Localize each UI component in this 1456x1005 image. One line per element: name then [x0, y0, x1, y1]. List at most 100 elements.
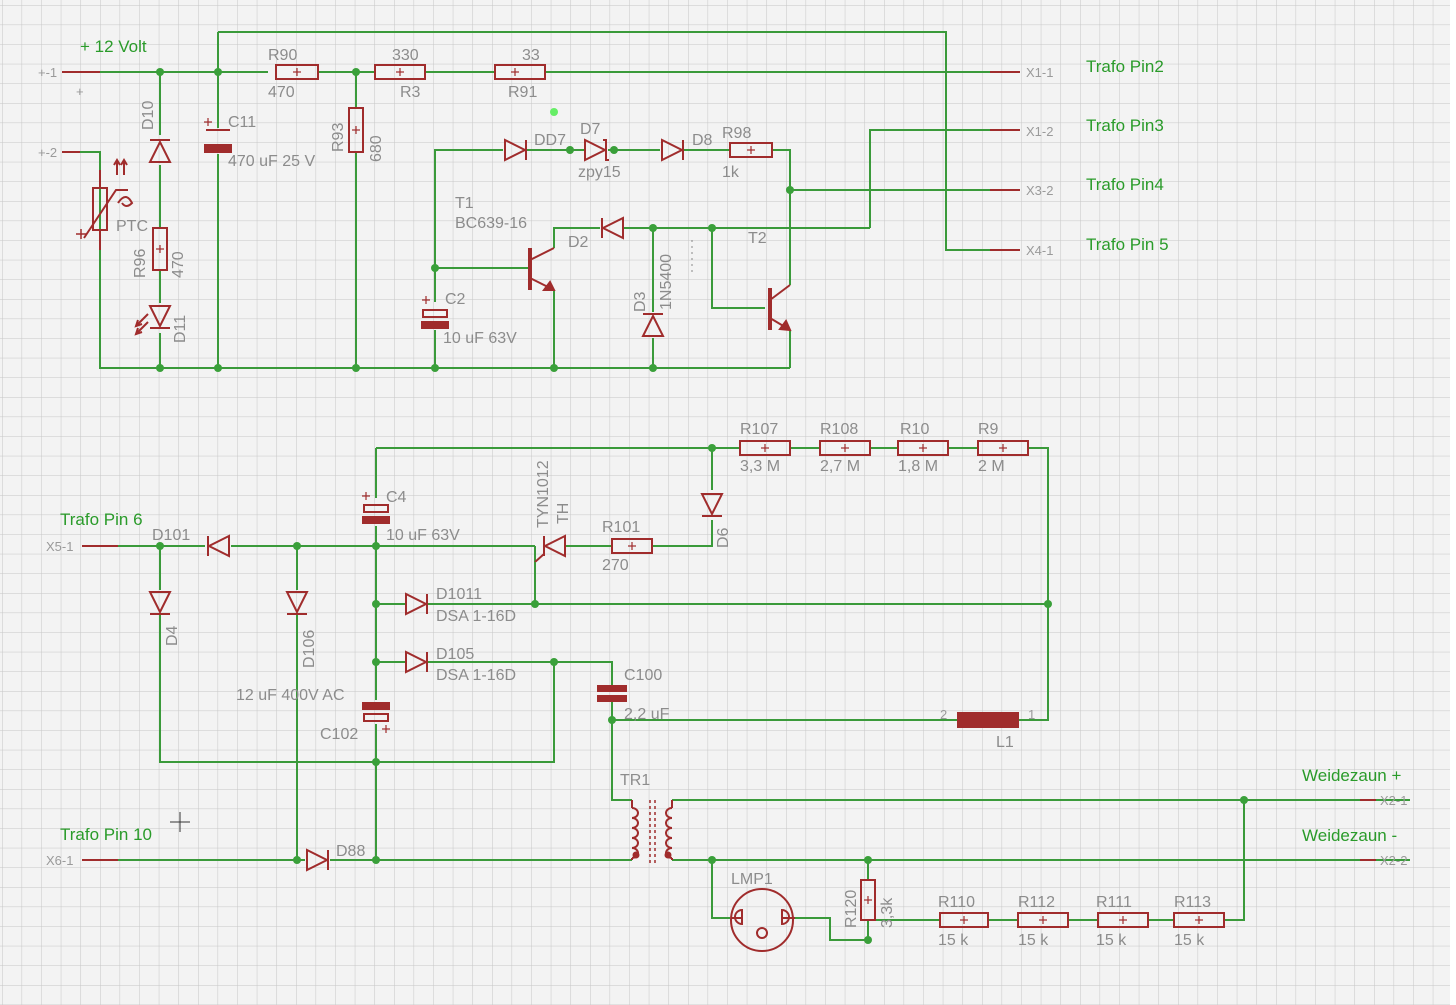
- part-name-c4: C4: [386, 489, 407, 506]
- part-name-r3: R3: [400, 84, 421, 101]
- resistor-r96: [152, 227, 168, 271]
- transistor-t1: [528, 247, 556, 291]
- part-name-d1011: D1011: [436, 586, 482, 603]
- part-name-t1: T1: [455, 195, 474, 212]
- resistor-r108: [819, 440, 871, 456]
- part-name-r98: R98: [722, 125, 751, 142]
- components: [62, 64, 1376, 952]
- part-value-r98: 1k: [722, 164, 740, 181]
- part-name-d105: D105: [436, 646, 474, 663]
- part-value-th: TYN1012: [535, 460, 552, 528]
- part-name-d2: D2: [568, 234, 589, 251]
- part-name-l1: L1: [996, 734, 1014, 751]
- resistor-r90: [275, 64, 319, 80]
- net-label-fence-plus: Weidezaun +: [1302, 766, 1401, 785]
- net-label-fence-minus: Weidezaun -: [1302, 826, 1397, 845]
- part-name-r9: R9: [978, 421, 999, 438]
- capacitor-c102: [362, 702, 390, 733]
- part-name-d10: D10: [140, 101, 157, 130]
- resistor-r98: [729, 142, 773, 158]
- part-value-c100: 2,2 uF: [624, 706, 670, 723]
- diode-dd7: [504, 138, 528, 162]
- part-name-lmp1: LMP1: [731, 871, 773, 888]
- part-name-d88: D88: [336, 843, 365, 860]
- pin-label-l1-2: 2: [940, 707, 947, 722]
- capacitor-c100: [597, 685, 627, 702]
- part-name-r120: R120: [843, 890, 860, 928]
- diode-d105: [405, 650, 429, 674]
- part-value-r9: 2 M: [978, 458, 1005, 475]
- diode-d88: [306, 848, 330, 872]
- part-name-d106: D106: [301, 630, 318, 668]
- wires: [80, 31, 1410, 941]
- diode-d2: [600, 216, 624, 240]
- part-name-r107: R107: [740, 421, 778, 438]
- part-value-r111: 15 k: [1096, 932, 1127, 949]
- part-value-r107: 3,3 M: [740, 458, 780, 475]
- part-name-r101: R101: [602, 519, 640, 536]
- part-name-c2: C2: [445, 291, 466, 308]
- part-value-d7: zpy15: [578, 164, 621, 181]
- connector-stubs: [62, 71, 1376, 861]
- net-label-trafo-pin6: Trafo Pin 6: [60, 510, 143, 529]
- diode-d8: [661, 138, 685, 162]
- pin-label-l1-1: 1: [1028, 707, 1035, 722]
- part-name-d101: D101: [152, 527, 190, 544]
- part-value-r91: 33: [522, 47, 540, 64]
- part-name-r113: R113: [1174, 894, 1211, 911]
- part-value-d3: 1N5400: [658, 254, 675, 310]
- part-value-r93: 680: [368, 135, 385, 162]
- ptc-thermistor: [76, 158, 134, 250]
- part-name-d4: D4: [164, 625, 181, 646]
- diode-d6: [700, 493, 724, 517]
- lamp-lmp1: [730, 888, 795, 952]
- part-name-d3: D3: [632, 291, 649, 312]
- part-value-t1: BC639-16: [455, 215, 527, 232]
- part-value-r96: 470: [170, 251, 187, 278]
- part-value-r113: 15 k: [1174, 932, 1205, 949]
- zener-d7: [584, 138, 609, 162]
- diode-d106: [285, 591, 309, 615]
- resistor-r112: [1017, 912, 1069, 928]
- part-value-r112: 15 k: [1018, 932, 1049, 949]
- net-label-trafo-pin5: Trafo Pin 5: [1086, 235, 1169, 254]
- part-value-r120: 3,3k: [879, 897, 896, 928]
- pin-label-x6-1: X6-1: [46, 853, 73, 868]
- part-value-r108: 2,7 M: [820, 458, 860, 475]
- selection-marker: [550, 108, 558, 116]
- pin-label-x1-1: X1-1: [1026, 65, 1053, 80]
- inductor-l1: [957, 712, 1019, 728]
- part-value-r3: 330: [392, 47, 419, 64]
- resistor-r3: [374, 64, 426, 80]
- pin-label-x3-2: X3-2: [1026, 183, 1053, 198]
- transformer-tr1: [631, 800, 673, 866]
- part-name-r112: R112: [1018, 894, 1055, 911]
- resistor-r9: [977, 440, 1029, 456]
- pin-label-x5-1: X5-1: [46, 539, 73, 554]
- resistor-r91: [494, 64, 546, 80]
- resistor-r107: [739, 440, 791, 456]
- part-name-r91: R91: [508, 84, 537, 101]
- diode-d101: [206, 534, 230, 558]
- part-name-d11: D11: [172, 315, 189, 343]
- pin-label-p-plus: +: [76, 84, 84, 99]
- part-name-ptc: PTC: [116, 218, 148, 235]
- part-value-r101: 270: [602, 557, 629, 574]
- pin-label-p1: +-1: [38, 65, 57, 80]
- capacitor-c11: [204, 118, 232, 153]
- pin-label-x2-2: X2-2: [1380, 853, 1407, 868]
- part-value-r110: 15 k: [938, 932, 969, 949]
- resistor-r101: [611, 538, 653, 554]
- resistor-r111: [1097, 912, 1149, 928]
- junctions: [156, 68, 1248, 944]
- part-value-d1011: DSA 1-16D: [436, 608, 516, 625]
- part-name-dd7: DD7: [534, 132, 566, 149]
- part-value-c11: 470 uF 25 V: [228, 153, 316, 170]
- part-name-d6: D6: [715, 527, 732, 548]
- net-label-trafo-pin3: Trafo Pin3: [1086, 116, 1164, 135]
- part-name-r110: R110: [938, 894, 975, 911]
- part-value-c102: 12 uF 400V AC: [236, 687, 345, 704]
- diode-d3: [641, 313, 665, 337]
